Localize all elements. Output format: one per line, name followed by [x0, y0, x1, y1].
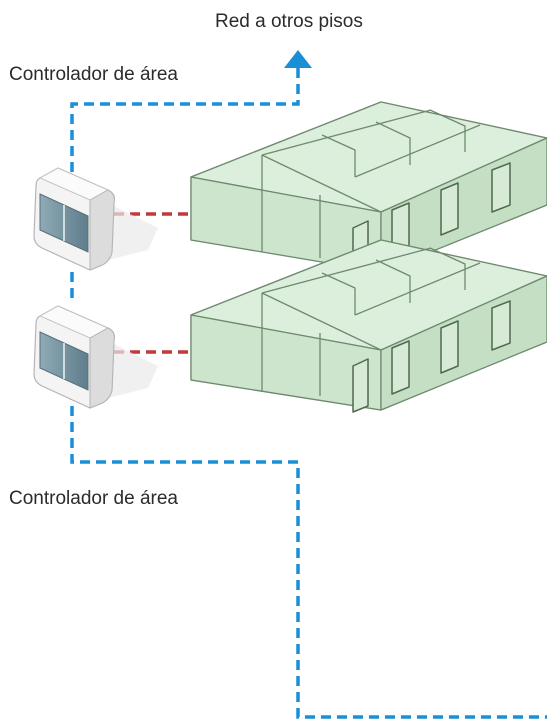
- network-line: [70, 68, 547, 719]
- arrow-up-icon: [284, 50, 312, 68]
- area-controller-label-top: Controlador de área: [9, 64, 178, 85]
- network-to-other-floors-label: Red a otros pisos: [215, 11, 363, 32]
- controller-links: [114, 212, 190, 354]
- area-controller-label-bottom: Controlador de área: [9, 488, 178, 509]
- area-controller-device-icon: [33, 305, 158, 409]
- area-controller-device-icon: [33, 167, 158, 271]
- floor-lower: [190, 239, 547, 413]
- floor-upper: [190, 101, 547, 275]
